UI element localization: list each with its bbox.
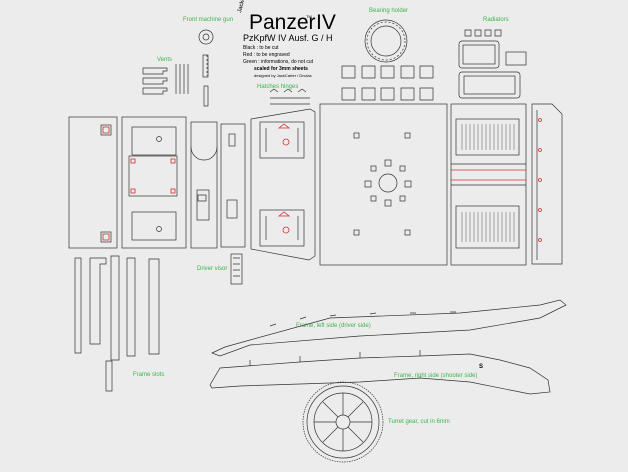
turret-hatch-plate <box>250 108 316 261</box>
bearing-holder <box>364 19 408 63</box>
radiator-grille-top <box>461 124 515 150</box>
label-hatches-hinges: Hatches hinges <box>257 84 299 90</box>
legend-black: Black : to be cut <box>243 45 279 51</box>
model-name: Panzer <box>249 11 316 34</box>
engrave-marks <box>102 118 542 242</box>
radiator-parts <box>458 29 527 99</box>
label-frame-left: Frame, left side (driver side) <box>296 323 371 329</box>
label-radiators: Radiators <box>483 17 509 23</box>
visor-plate <box>220 123 246 248</box>
rear-engine-plate <box>450 103 527 266</box>
radiator-grille-bottom <box>461 212 515 242</box>
label-frame-right: Frame, right side (shooter side) <box>394 373 478 379</box>
legend-red: Red : to be engraved <box>243 52 290 58</box>
frame-slots <box>74 255 160 392</box>
turret-gear <box>302 381 384 463</box>
engine-deck-plate <box>319 103 448 266</box>
bearing-clips <box>341 65 434 101</box>
frame-right-mark: S <box>479 364 484 370</box>
legend-credit: designed by JackCarter / Dnclas <box>254 73 312 78</box>
label-turret-gear: Turret gear, cut in 6mm <box>388 419 450 425</box>
legend-scale: scaled for 3mm sheets <box>254 66 308 72</box>
machine-gun-parts <box>198 29 214 107</box>
legend-green: Green : informations, do not cut <box>243 59 314 65</box>
frame-left-side <box>211 299 567 357</box>
model-variant: PzKpfW IV Ausf. G / H <box>243 33 333 43</box>
frame-right-side <box>209 350 551 395</box>
model-numeral: IV <box>316 11 336 34</box>
label-vents: Vents <box>157 57 173 63</box>
label-driver-visor: Driver visor <box>197 266 228 272</box>
label-front-machine-gun: Front machine gun <box>183 17 234 23</box>
hatch-hinges <box>269 88 310 105</box>
label-frame-slots: Frame slots <box>133 372 165 378</box>
hull-hatch-plate <box>121 116 187 249</box>
rear-side-strip <box>531 103 563 265</box>
label-bearing-holder: Bearing holder <box>369 8 409 14</box>
vents-parts <box>142 64 189 95</box>
hull-front-plate <box>68 116 118 249</box>
hull-middle-strip <box>190 121 218 249</box>
driver-visor-part <box>230 253 243 285</box>
trademark-mark: TM <box>306 14 312 19</box>
